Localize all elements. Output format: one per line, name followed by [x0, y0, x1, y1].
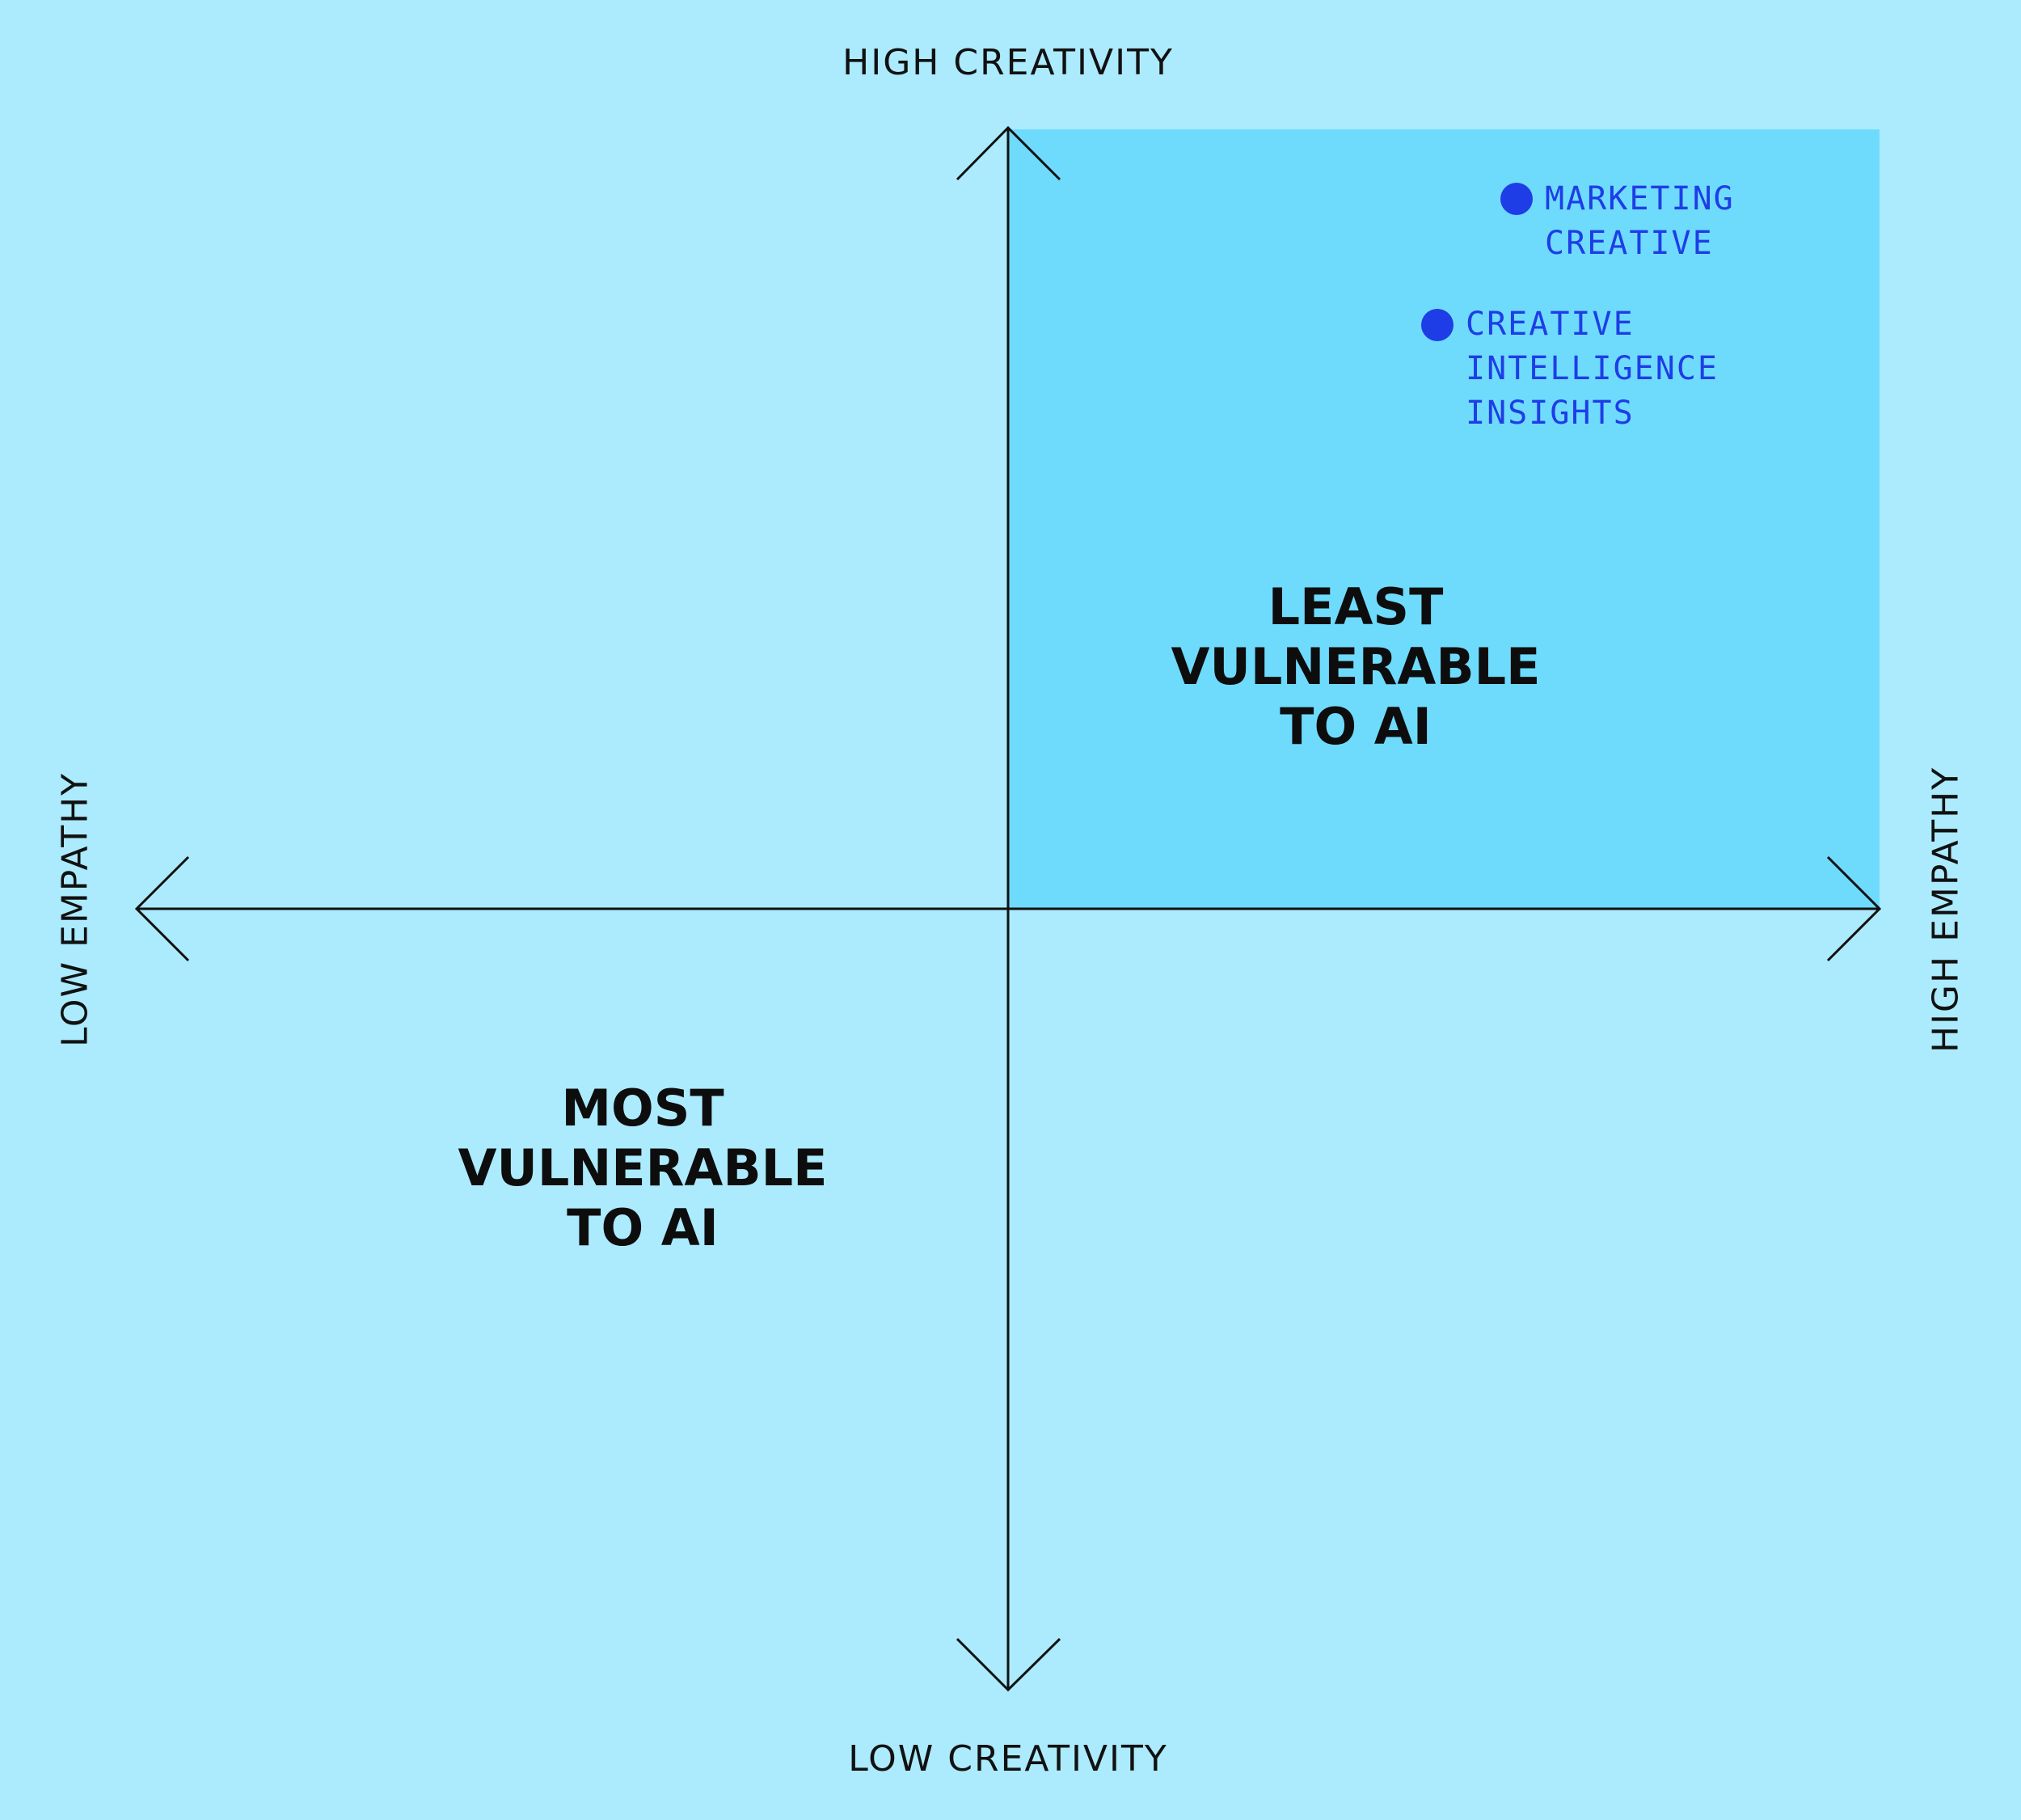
- quadrant-label-line: TO AI: [567, 1198, 719, 1257]
- least-vulnerable-quadrant-highlight: [1008, 129, 1880, 909]
- axis-label-low-empathy: LOW EMPATHY: [54, 771, 96, 1048]
- quadrant-label-line: LEAST: [1268, 577, 1444, 636]
- arrow-up-icon: [956, 125, 1061, 181]
- axis-label-low-creativity: LOW CREATIVITY: [848, 1738, 1168, 1780]
- arrow-down-icon: [956, 1637, 1061, 1692]
- quadrant-label-least-vulnerable: LEAST VULNERABLE TO AI: [1113, 577, 1598, 757]
- point-label-marketing-creative: MARKETING CREATIVE: [1545, 177, 1735, 266]
- point-label-creative-intelligence-insights: CREATIVE INTELLIGENCE INSIGHTS: [1466, 302, 1719, 436]
- arrow-left-icon: [134, 855, 190, 962]
- axis-label-high-creativity: HIGH CREATIVITY: [842, 42, 1174, 83]
- point-label-line: CREATIVE: [1545, 225, 1714, 262]
- point-marker-creative-intelligence-insights: [1421, 309, 1454, 341]
- axis-label-high-empathy: HIGH EMPATHY: [1925, 766, 1967, 1054]
- quadrant-label-most-vulnerable: MOST VULNERABLE TO AI: [400, 1079, 885, 1258]
- quadrant-label-line: MOST: [561, 1079, 724, 1138]
- point-label-line: CREATIVE: [1466, 306, 1635, 343]
- horizontal-axis: [134, 855, 1882, 962]
- point-label-line: INTELLIGENCE: [1466, 350, 1719, 387]
- arrow-right-icon: [1826, 855, 1882, 962]
- point-label-line: INSIGHTS: [1466, 395, 1635, 432]
- quadrant-label-line: VULNERABLE: [1171, 637, 1541, 696]
- point-label-line: MARKETING: [1545, 180, 1735, 217]
- quadrant-label-line: TO AI: [1280, 697, 1432, 756]
- quadrant-label-line: VULNERABLE: [458, 1138, 828, 1197]
- point-marker-marketing-creative: [1500, 183, 1533, 215]
